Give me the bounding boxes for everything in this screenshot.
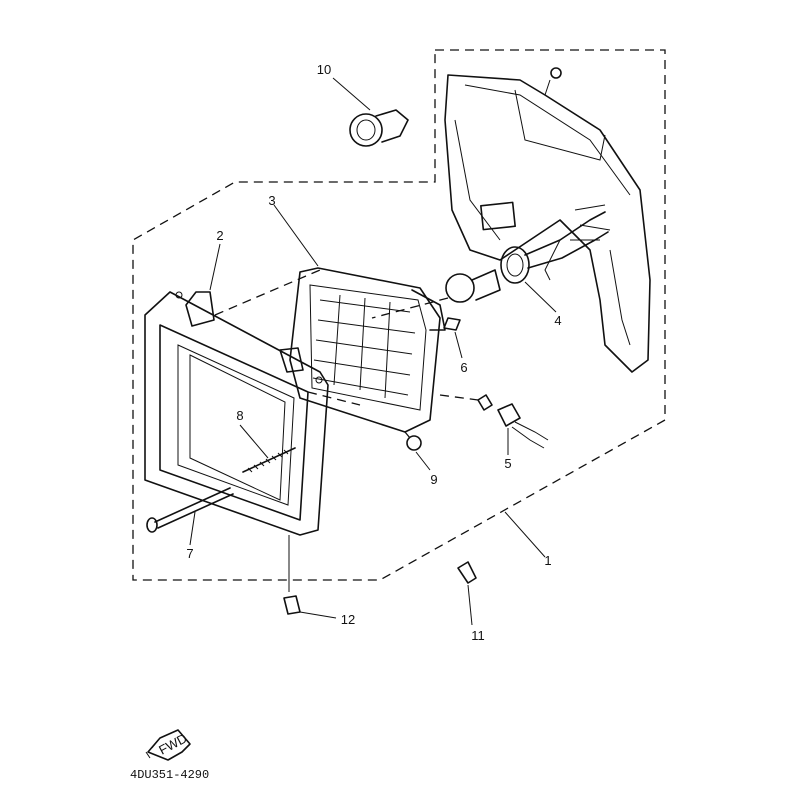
drawing-code: 4DU351-4290: [130, 768, 209, 782]
callout-labels: 1 2 3 4 5 6 7 8 9 10 11 12: [186, 62, 561, 643]
callout-11: 11: [471, 628, 485, 643]
callout-6: 6: [460, 360, 467, 375]
callout-1: 1: [544, 553, 551, 568]
callout-3: 3: [268, 193, 275, 208]
assembly-boundary: [132, 49, 666, 581]
fwd-label: FWD: [156, 730, 189, 757]
callout-9: 9: [430, 472, 437, 487]
callout-8: 8: [236, 408, 243, 423]
part-8-adjust-screw: [239, 424, 296, 473]
part-12-nut: [283, 535, 337, 619]
part-6-clip: [443, 317, 463, 359]
part-9-grommet: [406, 435, 431, 471]
callout-7: 7: [186, 546, 193, 561]
part-2-rim-bracket: [185, 243, 221, 327]
part-4-bulb-socket: [445, 211, 609, 313]
part-11-bulb: [457, 561, 477, 626]
fwd-arrow-icon: FWD: [145, 729, 191, 761]
callout-10: 10: [317, 62, 331, 77]
callout-2: 2: [216, 228, 223, 243]
part-1-leader: [504, 511, 546, 558]
part-5-position-socket: [477, 394, 549, 455]
headlight-rim: [144, 291, 329, 536]
callout-12: 12: [341, 612, 355, 627]
headlight-case: [444, 67, 651, 373]
part-3-sealed-beam: [273, 204, 446, 433]
callout-5: 5: [504, 456, 511, 471]
part-7-bolt: [146, 487, 234, 546]
callout-4: 4: [554, 313, 561, 328]
alignment-lines: [214, 269, 479, 439]
part-10-socket-cap: [332, 77, 409, 147]
